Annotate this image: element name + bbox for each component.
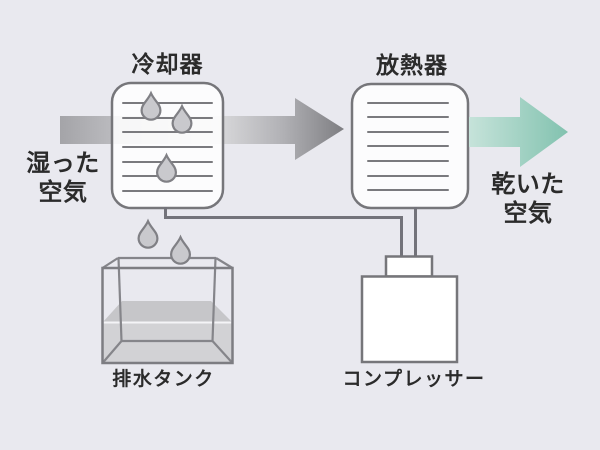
cooler-box: [110, 81, 225, 210]
pipe-network: [164, 207, 417, 258]
drain-tank-label: 排水タンク: [112, 369, 215, 390]
dry-air-line2: 空気: [503, 200, 553, 227]
water-surface: [103, 301, 232, 322]
drain-tank: [101, 256, 234, 365]
dry-air-line1: 乾いた: [491, 171, 565, 198]
tank-wireframe: [101, 256, 234, 365]
falling-droplets: [137, 218, 192, 265]
water-droplet-icon: [171, 103, 193, 134]
water-droplet-icon: [140, 90, 162, 121]
compressor-label: コンプレッサー: [342, 369, 486, 390]
compressor-body: [360, 275, 459, 364]
moist-air-line2: 空気: [38, 179, 88, 206]
compressor-unit: [360, 255, 459, 364]
dry-air-arrow-icon: [469, 97, 568, 167]
water-droplet-icon: [169, 234, 192, 265]
radiator-title: 放熱器: [376, 52, 448, 78]
radiator-fins: [367, 102, 449, 191]
water-droplet-icon: [155, 152, 178, 183]
radiator-unit: [350, 82, 470, 210]
dry-air-label: 乾いた 空気: [467, 170, 589, 228]
water-droplet-icon: [137, 218, 159, 249]
compressor-neck: [384, 255, 434, 278]
cooler-title: 冷却器: [131, 51, 204, 77]
moist-air-label: 湿った 空気: [2, 149, 124, 207]
cooler-unit: [110, 81, 225, 210]
moist-air-line1: 湿った: [26, 150, 100, 177]
